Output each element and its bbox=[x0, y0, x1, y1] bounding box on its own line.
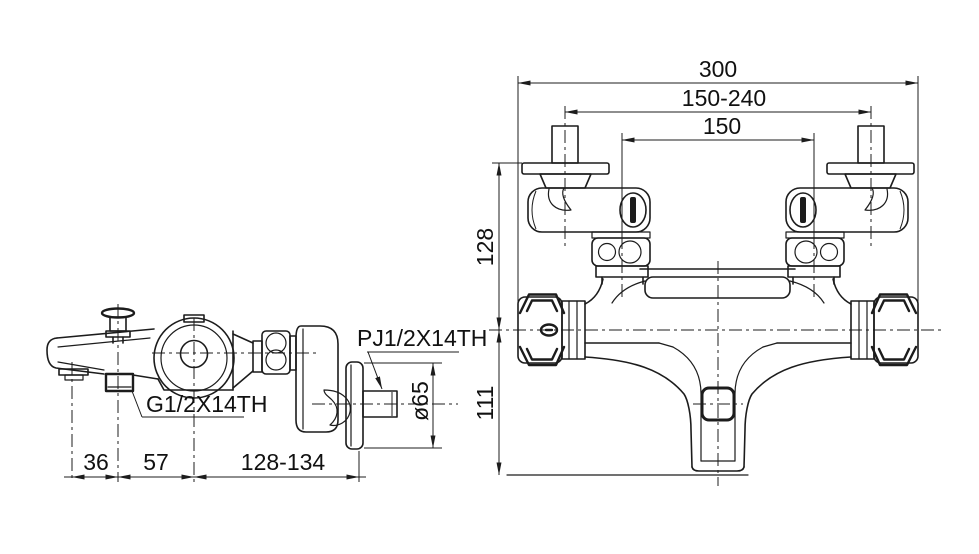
dim-flange-diameter: ø65 bbox=[407, 381, 433, 421]
spout-outlet-detail bbox=[700, 386, 736, 422]
dim-spout-outlet-offset: 36 bbox=[83, 449, 109, 475]
label-shower-thread: G1/2X14TH bbox=[146, 391, 267, 417]
dim-adjustable-centers: 150-240 bbox=[682, 85, 766, 111]
side-valve-connection bbox=[232, 330, 297, 391]
front-left-inlet bbox=[521, 125, 651, 285]
front-body bbox=[584, 268, 852, 472]
dim-lower-height: 111 bbox=[472, 386, 498, 421]
side-view: G1/2X14TH PJ1/2X14TH ø65 36 57 128-134 bbox=[46, 304, 487, 482]
shower-outlet bbox=[104, 372, 135, 393]
label-wall-thread: PJ1/2X14TH bbox=[357, 325, 487, 351]
hose-hook bbox=[323, 389, 351, 427]
dim-upper-height: 128 bbox=[472, 228, 498, 266]
dim-outlet-to-valve: 57 bbox=[143, 449, 169, 475]
side-handle bbox=[153, 314, 235, 399]
front-centerlines bbox=[489, 106, 944, 486]
side-dimensions: 36 57 128-134 bbox=[64, 449, 366, 482]
knob-button bbox=[539, 323, 559, 337]
dim-overall-width: 300 bbox=[699, 56, 737, 82]
wall-pipe bbox=[362, 390, 398, 418]
front-right-knob bbox=[850, 293, 919, 367]
front-left-knob bbox=[517, 293, 586, 367]
front-view: 300 150-240 150 128 111 bbox=[472, 56, 944, 486]
dim-standard-centers: 150 bbox=[703, 113, 741, 139]
side-labels: G1/2X14TH PJ1/2X14TH bbox=[131, 325, 487, 418]
dim-valve-to-wall: 128-134 bbox=[241, 449, 326, 475]
front-right-inlet bbox=[785, 125, 915, 285]
side-wall-union bbox=[295, 325, 398, 450]
flange-diameter-dim: ø65 bbox=[364, 362, 442, 449]
diverter-knob bbox=[100, 307, 136, 344]
front-dimensions: 300 150-240 150 128 111 bbox=[472, 56, 919, 476]
